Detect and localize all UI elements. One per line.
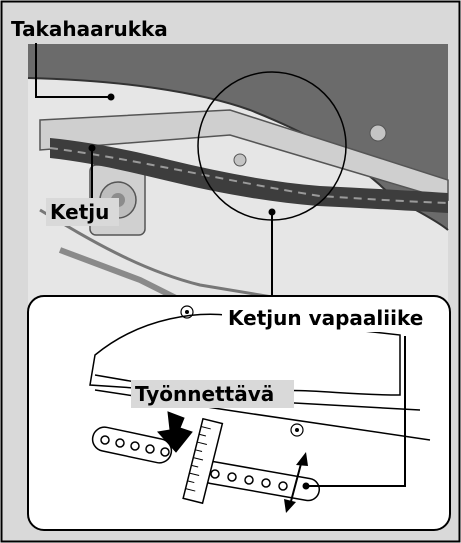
- push-point-label: Työnnettävä: [131, 380, 294, 408]
- swingarm-label: Takahaarukka: [7, 15, 186, 43]
- chain-label: Ketju: [46, 198, 119, 226]
- chain-slack-label: Ketjun vapaaliike: [222, 304, 429, 332]
